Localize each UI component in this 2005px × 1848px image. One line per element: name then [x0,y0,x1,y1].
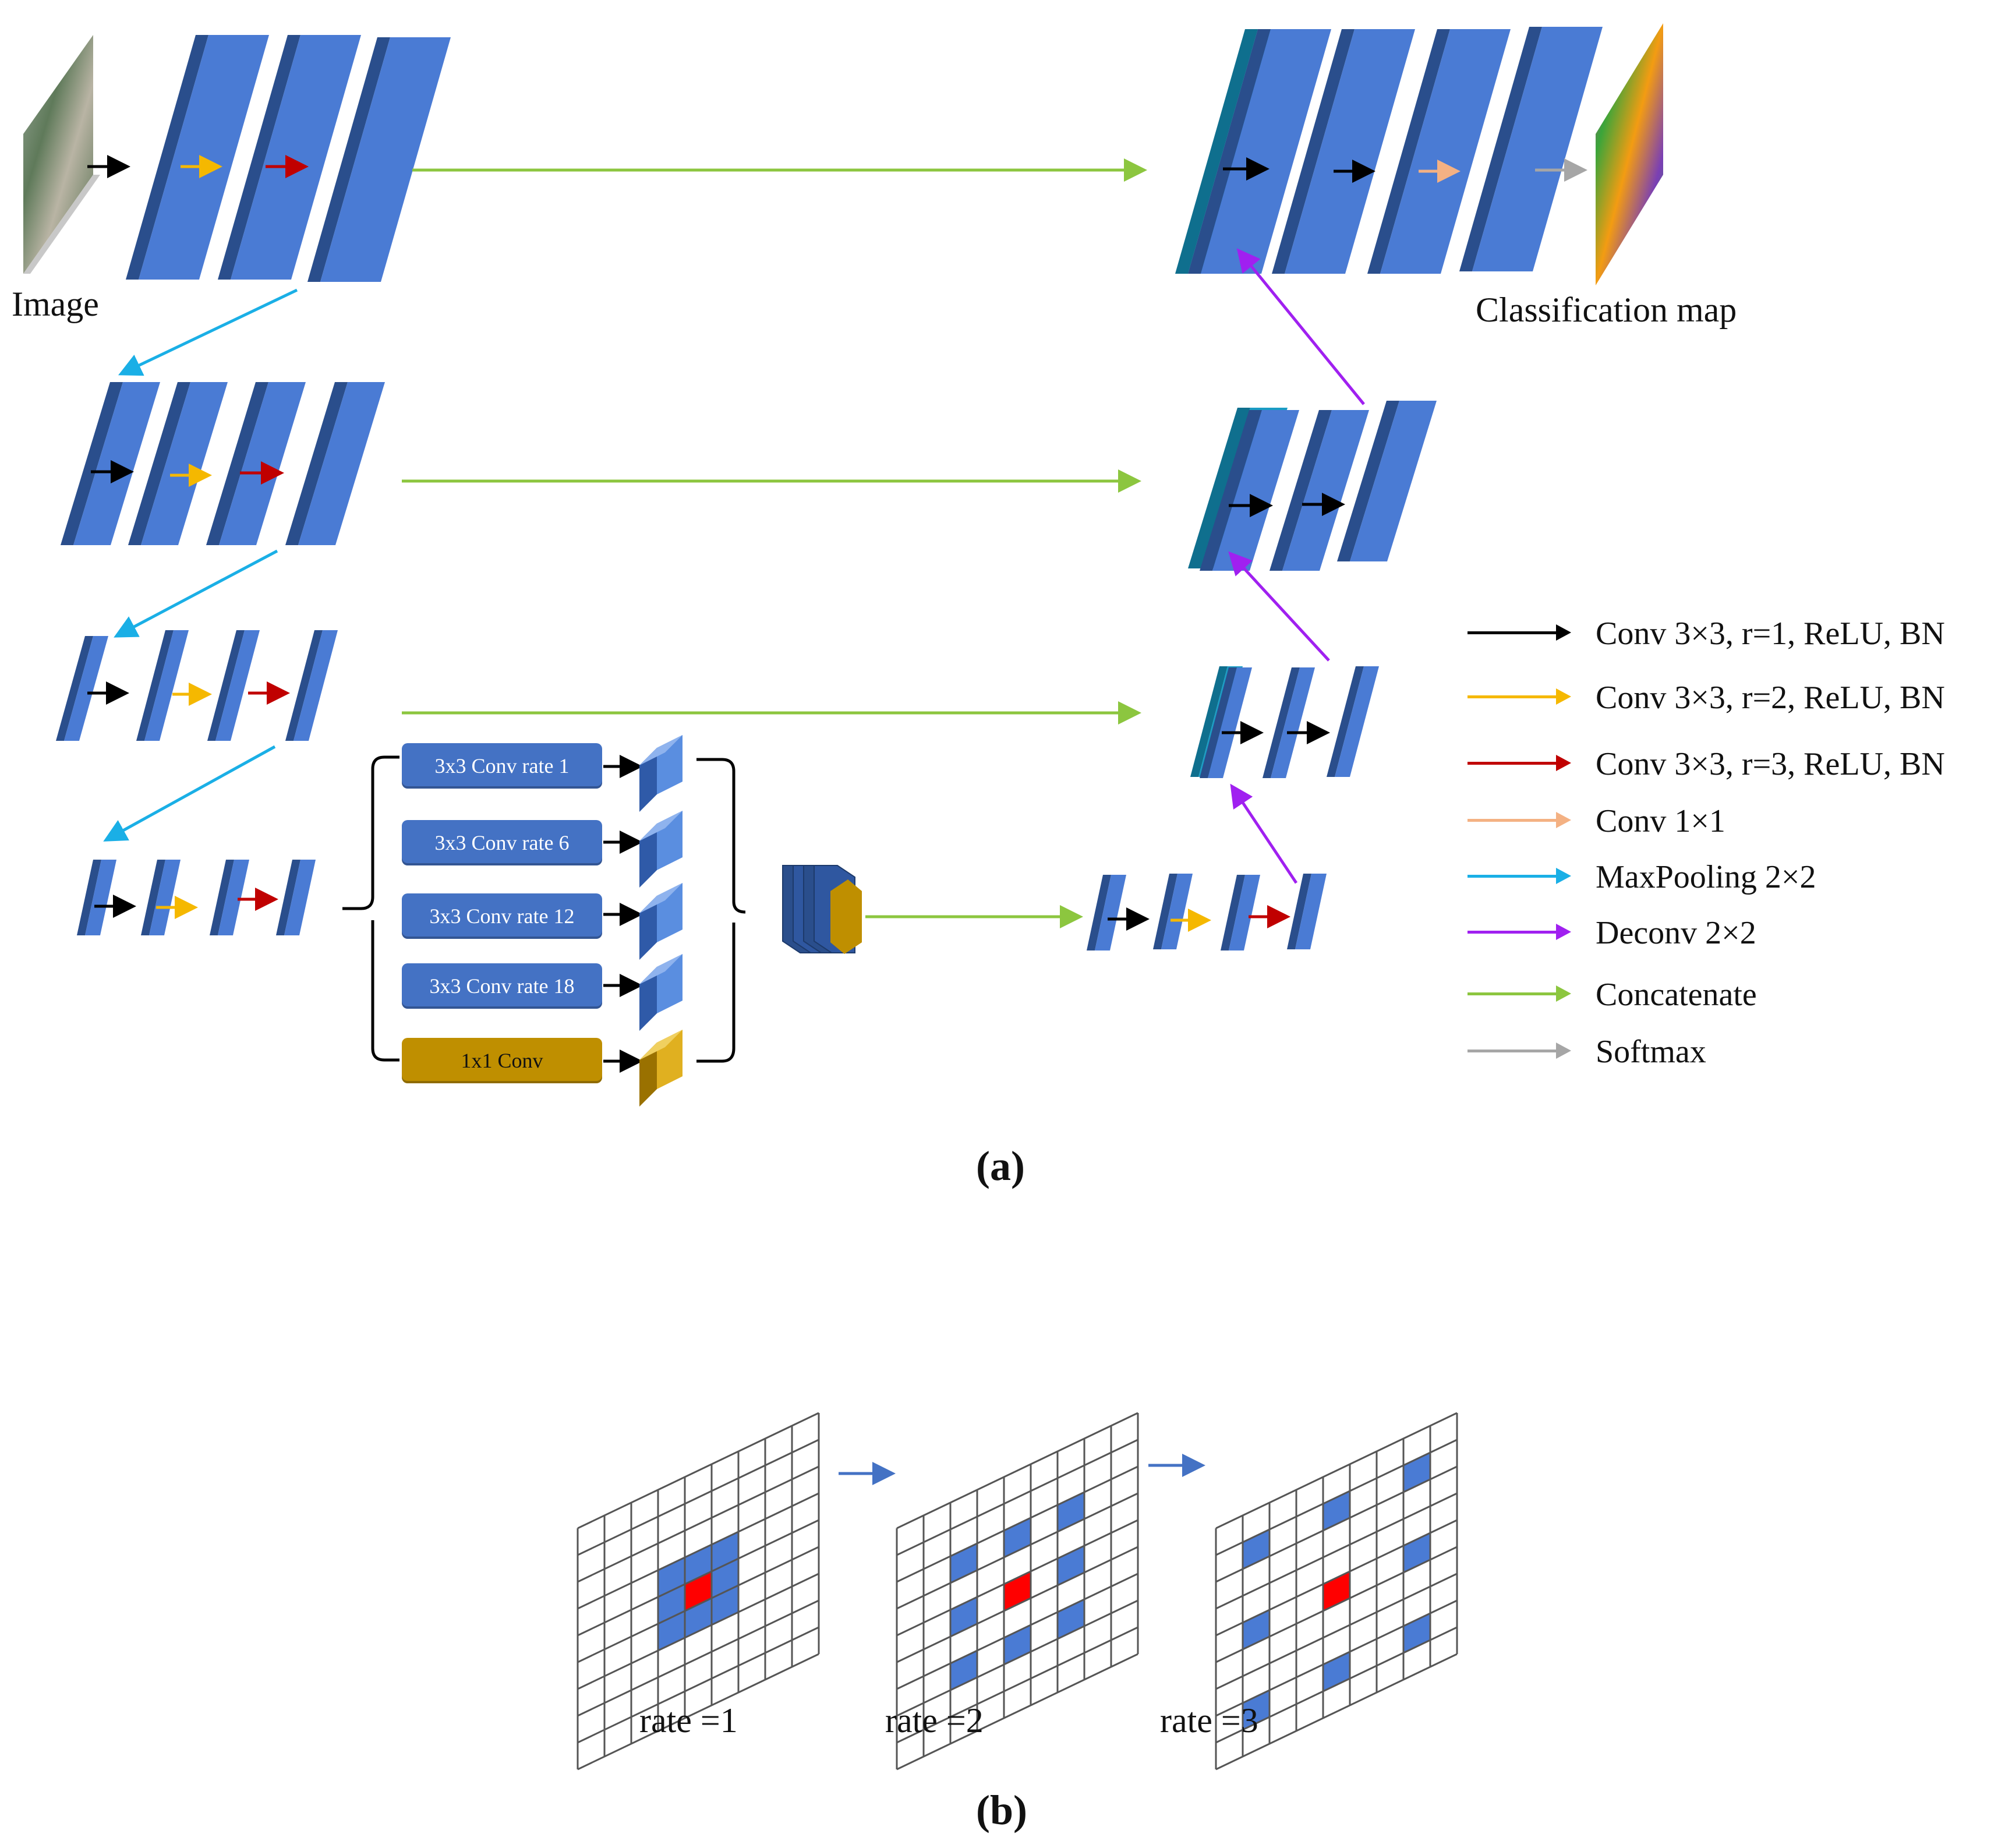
dec4-map-4 [1287,874,1327,949]
caption-b: (b) [976,1787,1027,1833]
grid-rate-3 [1215,1412,1458,1771]
dec4-map-1 [1087,875,1126,950]
dec2-map-1 [1200,410,1299,571]
legend-arrow-head [1556,1043,1571,1059]
aspp-branch-rate-1: 3x3 Conv rate 1 [402,743,602,789]
classification-map [1596,23,1663,285]
legend-arrow-head [1556,868,1571,884]
caption-a: (a) [976,1143,1025,1189]
legend-label: Conv 1×1 [1596,803,1725,839]
aspp-module [342,735,862,1107]
dec1-map-2 [1272,29,1415,274]
legend-arrow-line [1467,762,1561,765]
enc4-map-2 [141,860,181,935]
legend-arrow-line [1467,631,1561,634]
aspp-branch-rate-6: 3x3 Conv rate 6 [402,820,602,865]
legend-arrow-head [1556,688,1571,705]
deconv-arrow-1 [1236,248,1365,405]
maxpool-arrow-1 [118,288,298,376]
enc3-map-1 [56,636,108,741]
dec1-map-4 [1459,27,1603,271]
maxpool-arrow-3 [103,745,276,842]
input-image-label: Image [12,285,99,323]
dec3-map-3 [1327,666,1379,777]
aspp-branch-rate-12: 3x3 Conv rate 12 [402,893,602,939]
legend-arrow-head [1556,624,1571,641]
enc2-map-4 [285,382,385,545]
legend-arrow-head [1556,755,1571,771]
legend-arrow-line [1467,695,1561,698]
legend-arrow-line [1467,1050,1561,1052]
dec3-map-1 [1200,667,1252,778]
legend-arrow-head [1556,924,1571,940]
dec1-map-3 [1367,29,1511,274]
aspp-branch-rate-18: 3x3 Conv rate 18 [402,963,602,1009]
enc1-map-3 [307,37,451,282]
aspp-concatenated-stack [782,865,862,954]
legend-label: Conv 3×3, r=3, ReLU, BN [1596,746,1945,782]
enc3-map-4 [285,630,338,741]
enc4-map-1 [77,860,116,935]
legend-arrow-head [1556,985,1571,1002]
legend-label: Conv 3×3, r=2, ReLU, BN [1596,680,1945,716]
classification-map-label: Classification map [1476,291,1737,329]
legend-arrow-line [1467,819,1561,822]
feature-maps [23,23,1663,950]
enc3-map-2 [136,630,189,741]
deconv-arrow-3 [1230,783,1298,884]
flow-arrows [87,155,1587,1485]
legend-arrow-head [1556,812,1571,828]
aspp-output-1x1 [639,1030,683,1107]
enc2-map-3 [206,382,306,545]
grid-rate-2 [896,1412,1139,1771]
dec1-map-1 [1188,29,1331,274]
legend-arrow-line [1467,875,1561,878]
aspp-output-rate-12 [639,883,683,960]
rate-label-2: rate =2 [885,1701,984,1740]
dec4-map-2 [1153,874,1193,949]
legend-label: Conv 3×3, r=1, ReLU, BN [1596,616,1945,652]
enc4-map-3 [210,860,249,935]
enc2-map-2 [128,382,228,545]
legend-arrow-line [1467,992,1561,995]
dec2-map-2 [1270,410,1369,571]
dec3-map-2 [1263,667,1315,778]
dilation-grids [577,1412,1458,1771]
input-image [23,35,100,274]
dec2-map-3 [1337,401,1437,561]
legend-label: Concatenate [1596,977,1757,1013]
legend-label: Softmax [1596,1034,1706,1070]
dec4-map-3 [1221,875,1260,950]
deconv-arrow-2 [1228,551,1330,662]
enc4-map-4 [276,860,316,935]
rate-label-1: rate =1 [639,1701,738,1740]
legend-arrow-line [1467,931,1561,934]
rate-label-3: rate =3 [1160,1701,1258,1740]
aspp-output-rate-6 [639,811,683,888]
legend-label: Deconv 2×2 [1596,915,1756,951]
aspp-branch-1x1-conv: 1x1 Conv [402,1038,602,1083]
maxpool-arrow-2 [114,549,278,638]
aspp-right-bracket [696,758,746,1063]
legend-label: MaxPooling 2×2 [1596,859,1816,895]
grid-rate-1 [577,1412,820,1771]
enc3-map-3 [207,630,260,741]
aspp-left-bracket [342,755,399,1062]
aspp-output-rate-18 [639,954,683,1031]
aspp-output-rate-1 [639,735,683,812]
